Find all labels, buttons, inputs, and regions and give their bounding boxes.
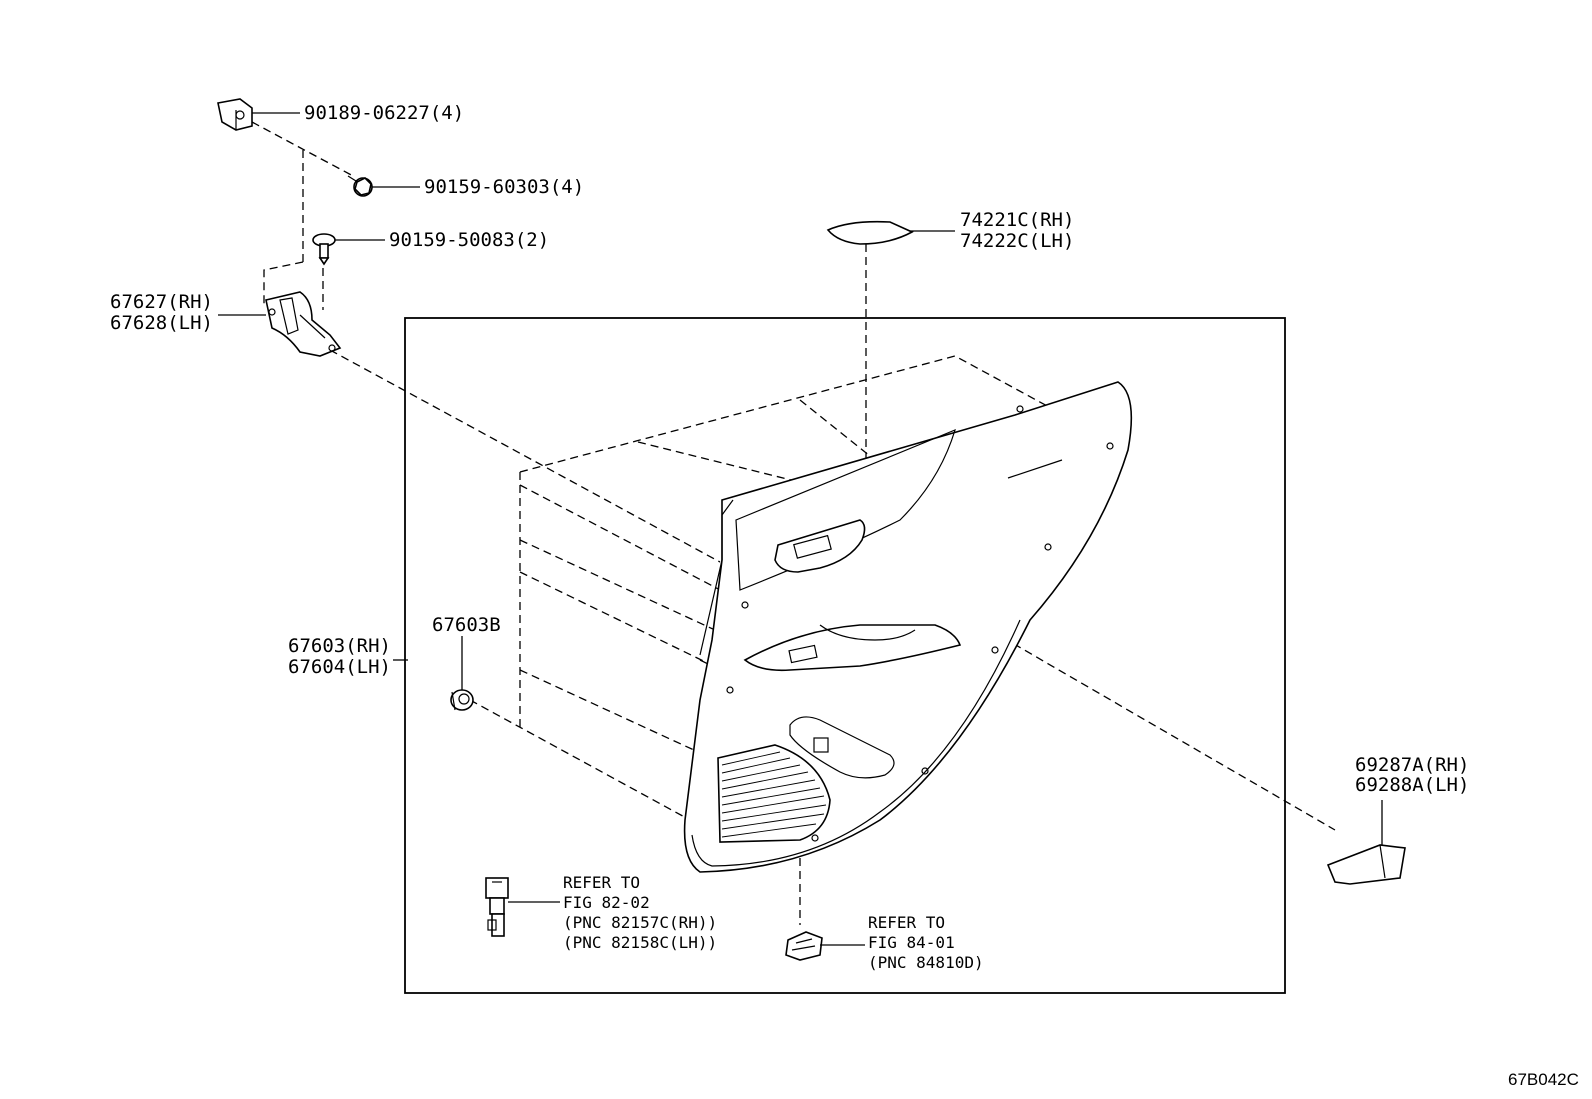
screw-60303-icon xyxy=(347,175,373,197)
label-90159-60303: 90159-60303(4) xyxy=(424,176,584,198)
reflector-69287a-icon xyxy=(1326,844,1406,885)
bracket-67627-icon xyxy=(265,291,342,357)
ref84-line1: REFER TO xyxy=(868,913,945,932)
ref82-line2: FIG 82-02 xyxy=(563,893,650,912)
ref82-line4: (PNC 82158C(LH)) xyxy=(563,933,717,952)
label-67628-lh: 67628(LH) xyxy=(110,312,213,334)
connector-ref84-icon xyxy=(785,931,823,961)
connector-ref82-icon xyxy=(485,877,509,937)
ref82-line3: (PNC 82157C(RH)) xyxy=(563,913,717,932)
assembly-frame xyxy=(404,317,1286,994)
clip-67603b-icon xyxy=(450,689,474,711)
pad-74221c-icon xyxy=(826,220,914,245)
label-90159-50083: 90159-50083(2) xyxy=(389,229,549,251)
label-67627-rh: 67627(RH) xyxy=(110,291,213,313)
label-69288a-lh: 69288A(LH) xyxy=(1355,774,1469,796)
figure-code: 67B042C xyxy=(1508,1070,1579,1089)
label-67603b: 67603B xyxy=(432,614,501,636)
label-69287a-rh: 69287A(RH) xyxy=(1355,754,1469,776)
label-90189-06227: 90189-06227(4) xyxy=(304,102,464,124)
leader-lines xyxy=(218,112,1383,946)
label-67603-rh: 67603(RH) xyxy=(288,635,391,657)
ref82-line1: REFER TO xyxy=(563,873,640,892)
label-67604-lh: 67604(LH) xyxy=(288,656,391,678)
screw-50083-icon xyxy=(312,233,336,266)
ref84-line2: FIG 84-01 xyxy=(868,933,955,952)
ref84-line3: (PNC 84810D) xyxy=(868,953,984,972)
label-74222c-lh: 74222C(LH) xyxy=(960,230,1074,252)
door-trim-panel xyxy=(683,381,1133,873)
clip-90189-icon xyxy=(217,98,253,131)
label-74221c-rh: 74221C(RH) xyxy=(960,209,1074,231)
